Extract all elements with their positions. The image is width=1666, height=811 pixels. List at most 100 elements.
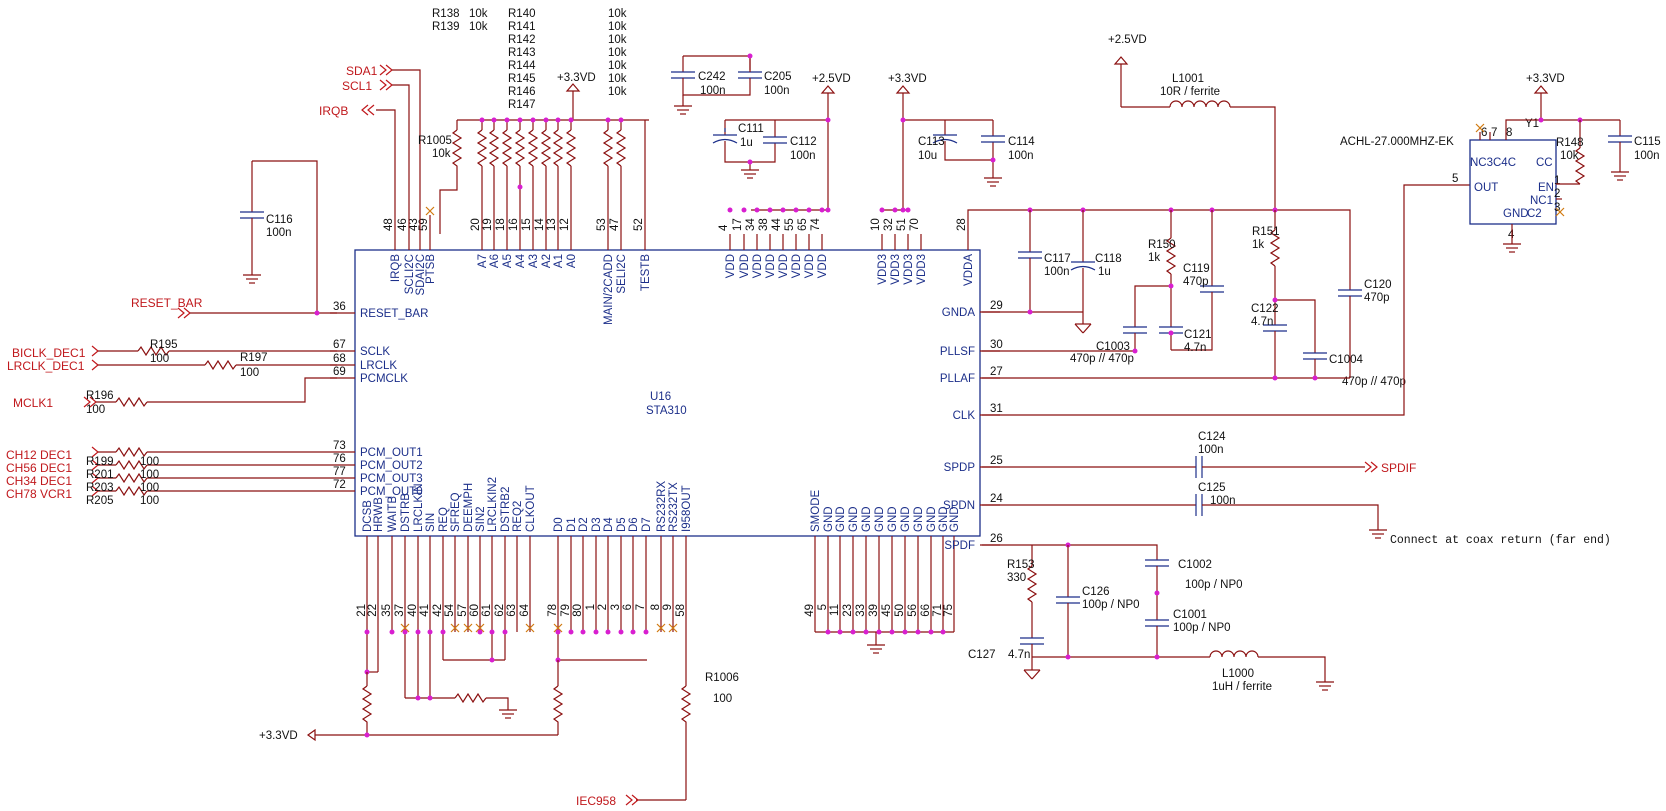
right-pin-number: 27 (990, 366, 1003, 378)
junction (402, 629, 408, 635)
bottom-pin-number: 22 (367, 604, 379, 617)
left-pin-number: 68 (333, 353, 346, 365)
top-pin-label: VDD (804, 254, 816, 278)
right-pin-number: 30 (990, 339, 1003, 351)
y1-pin-en: EN (1538, 182, 1554, 194)
y1-pin-gnd: GND (1503, 208, 1529, 220)
net-spdif: SPDIF (1381, 461, 1416, 475)
y1-pin-nc: NC3C4C (1470, 157, 1516, 169)
r195-ref: R195 (150, 339, 178, 351)
top-pin-number: 19 (482, 218, 494, 231)
net-p33: +3.3VD (259, 730, 298, 742)
bottom-pin-label: REQ2 (512, 501, 524, 532)
bottom-pin-label: GND (900, 506, 912, 532)
bottom-pin-label: SIN (425, 513, 437, 532)
net-lrclk: LRCLK_DEC1 (7, 359, 85, 373)
c114-val: 100n (1008, 150, 1034, 162)
bottom-wiring: +3.3VD IEC958 R1006 100 (259, 629, 954, 808)
c118-val: 1u (1098, 266, 1111, 278)
net-mclk: MCLK1 (13, 396, 53, 410)
junction (555, 629, 561, 635)
left-pin-number: 67 (333, 339, 346, 351)
left-pin-number: 69 (333, 366, 346, 378)
top-pin-number: 65 (797, 218, 809, 231)
bottom-pin-number: 61 (481, 604, 493, 617)
top-pin-number: 44 (771, 218, 783, 231)
junction (618, 629, 624, 635)
left-pin-number: 73 (333, 440, 346, 452)
rlist-val: 10k (469, 21, 488, 33)
r151-ref: R151 (1252, 226, 1280, 238)
net-p25: +2.5VD (1108, 34, 1147, 46)
nc-mark (475, 623, 485, 633)
right-pin-label: SPDN (943, 500, 975, 512)
bottom-pin-label: GND (861, 506, 873, 532)
top-pin-label: VDD (791, 254, 803, 278)
bottom-pin-number: 3 (610, 604, 622, 610)
top-pin-number: 13 (546, 218, 558, 231)
top-pin-label: VDD (817, 254, 829, 278)
rlist-ref: R147 (508, 99, 536, 111)
top-pin-number: 34 (745, 218, 757, 231)
bottom-pin-label: GND (949, 506, 961, 532)
bottom-pin-number: 56 (907, 604, 919, 617)
right-pin-label: CLK (953, 410, 976, 422)
c1003-ref: C1003 (1096, 341, 1130, 353)
junction (555, 117, 561, 123)
net-irqb: IRQB (319, 104, 348, 118)
bottom-pin-label: GND (887, 506, 899, 532)
bottom-pin-number: 1 (585, 604, 597, 610)
junction (825, 207, 831, 213)
right-pin-label: GNDA (942, 307, 976, 319)
r151-val: 1k (1252, 239, 1264, 251)
left-pin-label: PCMCLK (360, 373, 408, 385)
top-pin-label: VDD (725, 254, 737, 278)
reset-group: C116 100n RESET_BAR (131, 160, 337, 319)
r203-val: 100 (140, 482, 159, 494)
r195-val: 100 (150, 353, 169, 365)
rlist-ref: R144 (508, 60, 536, 72)
left-pin-number: 77 (333, 466, 346, 478)
junction (915, 629, 921, 635)
c117-ref: C117 (1044, 253, 1071, 265)
c122-ref: C122 (1251, 303, 1279, 315)
bottom-pin-number: 64 (519, 603, 531, 616)
r153-val: 330 (1007, 572, 1026, 584)
top-pin-label: VDD (752, 254, 764, 278)
pullup-resistor (540, 129, 552, 167)
rlist-ref: R145 (508, 73, 536, 85)
c117-val: 100n (1044, 266, 1070, 278)
r201-ref: R201 (86, 469, 114, 481)
c1004-val: 470p // 470p (1342, 376, 1406, 388)
top-pin-number: 55 (784, 218, 796, 231)
right-pin-label: SPDF (944, 540, 975, 552)
nc-mark (668, 623, 678, 633)
rlist-val: 10k (469, 8, 488, 20)
left-pin-label: PCM_OUT2 (360, 460, 423, 472)
bottom-pin-label: D4 (603, 517, 615, 532)
c127-ref: C127 (968, 649, 996, 661)
chip-top-pins: 48IRQB46SCLI2C43SDAI2C59PTSB20A719A618A5… (383, 218, 975, 325)
coax-note: Connect at coax return (far end) (1390, 534, 1611, 547)
net-ch78: CH78 VCR1 (6, 487, 72, 501)
pullup-resistor (552, 129, 564, 167)
bottom-pin-number: 71 (932, 604, 944, 617)
junction (879, 207, 885, 213)
bottom-pin-number: 54 (444, 603, 456, 616)
r1006-ref: R1006 (705, 672, 739, 684)
c127-val: 4.7n (1008, 649, 1030, 661)
bottom-pin-number: 60 (469, 604, 481, 617)
junction (900, 207, 906, 213)
bottom-pin-label: D3 (591, 517, 603, 532)
r1006-val: 100 (713, 693, 732, 705)
bottom-pin-label: SIN2 (475, 506, 487, 532)
right-pin-number: 31 (990, 403, 1003, 415)
r148-ref: R148 (1556, 137, 1584, 149)
nc-mark (656, 623, 666, 633)
bottom-pin-number: 78 (547, 604, 559, 617)
r205-val: 100 (140, 495, 159, 507)
rlist-val: 10k (608, 60, 627, 72)
y1-num: 3 (1554, 202, 1560, 214)
junction (806, 207, 812, 213)
junction (415, 629, 421, 635)
